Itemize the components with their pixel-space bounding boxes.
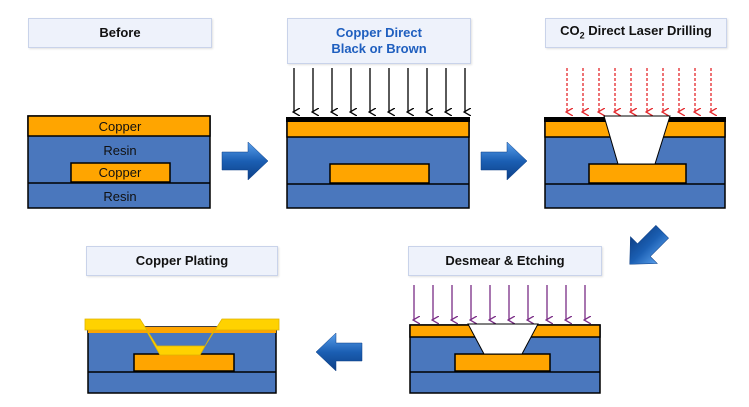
desmear-title: Desmear & Etching (445, 253, 565, 268)
black-oxide-panel (286, 68, 470, 209)
laser-via-hole (603, 115, 671, 165)
before-label: Before (28, 18, 212, 48)
plated-via (84, 318, 280, 356)
before-inner-copper-label: Copper (99, 165, 142, 180)
before-top-copper (27, 115, 211, 137)
laser-arrows (567, 68, 711, 112)
black-arrows (294, 68, 465, 112)
plating-label: Copper Plating (86, 246, 278, 276)
flow-arrow-4 (315, 332, 363, 372)
etch-arrows (414, 285, 585, 320)
laser-panel (544, 68, 726, 209)
flow-arrow-1 (221, 141, 269, 181)
etched-via-hole (467, 323, 539, 355)
plating-title: Copper Plating (135, 253, 229, 268)
before-top-copper-label: Copper (99, 119, 142, 134)
laser-drilling-label: CO2 Direct Laser Drilling (545, 18, 727, 48)
black-oxide-title-line2: Black or Brown (331, 41, 427, 56)
black-oxide-coating (286, 117, 470, 122)
before-resin-lower-label: Resin (103, 189, 136, 204)
black-oxide-title-line1: Copper Direct (336, 25, 422, 40)
desmear-label: Desmear & Etching (408, 246, 602, 276)
flow-arrow-2 (480, 141, 528, 181)
before-inner-copper (70, 162, 171, 183)
before-title: Before (99, 25, 141, 40)
laser-drilling-title: CO2 Direct Laser Drilling (560, 22, 712, 41)
before-resin-upper-label: Resin (103, 143, 136, 158)
flow-arrow-3 (629, 225, 669, 265)
black-oxide-label: Copper Direct Black or Brown (287, 18, 471, 64)
plating-panel (84, 318, 280, 394)
before-panel: Copper Resin Copper Resin (27, 115, 211, 209)
desmear-panel (409, 285, 601, 394)
